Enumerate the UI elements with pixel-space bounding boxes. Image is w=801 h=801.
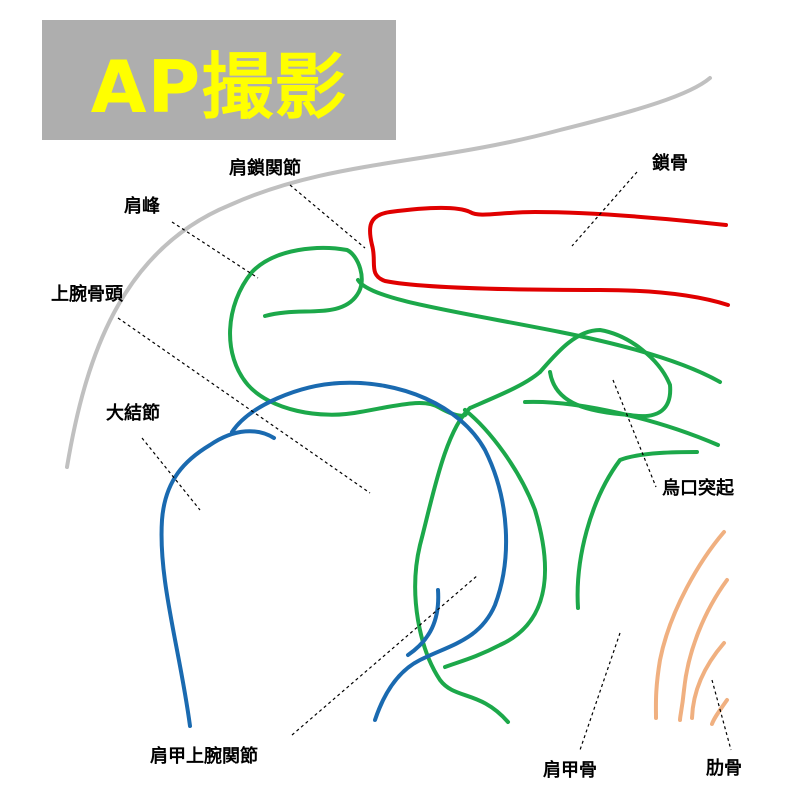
label-glenohumeral-joint: 肩甲上腕関節	[150, 746, 258, 767]
scapula-medial	[575, 450, 699, 610]
label-clavicle: 鎖骨	[652, 153, 688, 174]
humeral-head-outline	[230, 380, 509, 722]
label-acromioclavicular-joint: 肩鎖関節	[229, 158, 301, 179]
label-coracoid-process: 烏口突起	[662, 478, 734, 499]
label-scapula: 肩甲骨	[543, 760, 597, 781]
humerus-outline	[159, 380, 509, 728]
leader-acromion	[171, 221, 259, 279]
leader-ac-joint	[289, 184, 366, 249]
glenoid-outline	[356, 278, 722, 384]
leader-clavicle	[571, 171, 638, 247]
leader-scapula	[579, 632, 621, 751]
rib-4	[710, 698, 729, 726]
leader-glenohumeral	[291, 574, 479, 736]
label-humeral-head: 上腕骨頭	[51, 284, 123, 305]
leader-rib	[711, 679, 732, 751]
rib-outlines	[653, 530, 729, 726]
rib-3	[690, 641, 726, 720]
scapula-outline	[228, 245, 722, 724]
scapula-lateral-border	[413, 370, 542, 724]
acromion-outline	[228, 245, 469, 418]
greater-tubercle-outline	[159, 429, 276, 728]
scapula-neck	[443, 408, 547, 669]
rib-2	[678, 578, 729, 722]
label-rib: 肋骨	[706, 758, 742, 779]
title: AP撮影	[90, 44, 348, 129]
label-greater-tubercle: 大結節	[106, 403, 160, 424]
leader-coracoid	[612, 379, 657, 488]
coracoid-base	[523, 399, 720, 447]
clavicle-outline	[368, 205, 730, 307]
leader-lines	[117, 171, 732, 751]
rib-1	[653, 530, 726, 720]
title-box: AP撮影	[42, 20, 396, 140]
label-acromion: 肩峰	[124, 196, 160, 217]
leader-greater-tubercle	[141, 437, 201, 511]
humeral-shaft-inner	[406, 588, 441, 657]
skin-outline	[65, 76, 712, 469]
